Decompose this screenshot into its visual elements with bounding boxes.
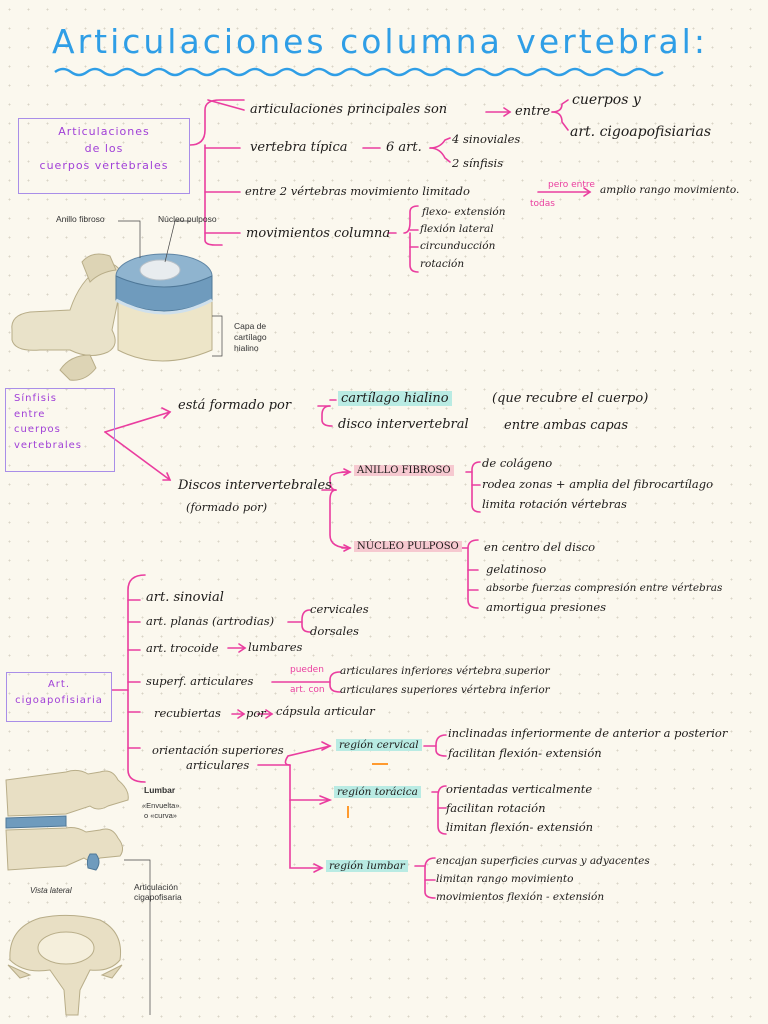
note-nucleo-item: absorbe fuerzas compresión entre vértebr… <box>486 582 723 594</box>
box-line: de los <box>84 142 124 156</box>
note-amplio: amplio rango movimiento. <box>600 184 740 196</box>
box-line: vertebrales <box>14 439 82 451</box>
note-dorsales: dorsales <box>310 624 359 638</box>
note-mov-item: rotación <box>420 258 465 270</box>
note-cigoapofisiarias: art. cigoapofisiarias <box>570 124 712 140</box>
note-cervical-item: inclinadas inferiormente de anterior a p… <box>448 726 728 740</box>
note-pero: pero entre <box>548 180 595 190</box>
figure2-label-articulacion: Articulación <box>134 882 178 892</box>
note-cartilago-rest: (que recubre el cuerpo) <box>492 391 649 406</box>
highlight-lumbar: región lumbar <box>326 860 408 872</box>
figure2-label-lumbar: Lumbar <box>144 785 176 795</box>
figure1-label-nucleo: Núcleo pulposo <box>158 214 217 224</box>
note-nucleo-item: gelatinoso <box>486 562 547 576</box>
note-disco-rest: entre ambas capas <box>504 418 629 433</box>
figure2-label-envuelta: o «curva» <box>144 811 177 820</box>
title-wavy-underline <box>54 67 664 77</box>
box-line: Art. <box>47 679 71 690</box>
note-lumbar-item: encajan superficies curvas y adyacentes <box>436 855 650 867</box>
figure1-label-capa: Capa de <box>234 321 267 331</box>
highlight-anillo: ANILLO FIBROSO <box>354 465 454 476</box>
highlight-toracica: región torácica <box>334 786 421 798</box>
box-line: cigoapofisiaria <box>15 694 103 706</box>
figure2-label-vista: Vista lateral <box>30 886 72 895</box>
note-movimientos: movimientos columna <box>246 226 391 241</box>
figure1-label-capa: hialino <box>234 343 259 353</box>
box-articulaciones-cuerpos: Articulaciones de los cuerpos vertebrale… <box>18 118 190 194</box>
note-por: por <box>246 706 266 720</box>
box-line: cuerpos vertebrales <box>39 159 169 173</box>
note-lumbar-item: movimientos flexión - extensión <box>436 891 605 903</box>
note-superf: superf. articulares <box>146 674 254 688</box>
figure1-label-anillo: Anillo fibroso <box>56 214 105 224</box>
figure2-label-envuelta: «Envuelta» <box>142 801 180 810</box>
note-trocoide: art. trocoide <box>146 641 219 655</box>
note-art-con: art. con <box>290 685 325 695</box>
note-sinovial: art. sinovial <box>146 590 224 605</box>
note-toracica-item: facilitan rotación <box>446 801 546 815</box>
note-seis: 6 art. <box>386 140 422 155</box>
box-line: Articulaciones <box>58 125 150 138</box>
note-anillo: ANILLO FIBROSO <box>354 465 454 476</box>
note-inferiores: articulares inferiores vértebra superior <box>340 665 550 677</box>
highlight-cervical: región cervical <box>336 739 422 751</box>
box-line: Sínfisis <box>14 393 57 404</box>
figure1-label-capa: cartílago <box>234 332 267 342</box>
note-anillo-item: rodea zonas + amplia del fibrocartílago <box>482 477 714 491</box>
note-toracica-item: orientadas verticalmente <box>446 782 593 796</box>
page-title: Articulaciones columna vertebral: <box>52 22 708 61</box>
figure2-label-articulacion: cigapofisaria <box>134 892 182 902</box>
note-cervical: región cervical <box>336 739 422 751</box>
note-pueden: pueden <box>290 665 324 675</box>
note-lumbar: región lumbar <box>326 860 408 872</box>
note-entre: entre <box>515 104 551 119</box>
note-orientacion: orientación superiores <box>152 743 284 757</box>
note-mov-item: flexo- extensión <box>422 206 506 218</box>
note-principales: articulaciones principales son <box>250 102 448 117</box>
note-vertebra: vertebra típica <box>250 140 348 155</box>
note-todas: todas <box>530 199 555 209</box>
note-disco: disco intervertebral <box>338 417 469 432</box>
note-lumbar-item: limitan rango movimiento <box>436 873 574 885</box>
note-superiores: articulares superiores vértebra inferior <box>340 684 550 696</box>
note-sinfisis: 2 sínfisis <box>452 156 504 170</box>
note-articulares: articulares <box>186 758 250 772</box>
note-mov-item: circunducción <box>420 240 496 252</box>
note-cuerpos: cuerpos y <box>572 92 641 108</box>
note-anillo-item: limita rotación vértebras <box>482 497 627 511</box>
note-capsula: cápsula articular <box>276 704 375 718</box>
note-sinoviales: 4 sinoviales <box>452 132 521 146</box>
box-cigoapofisiaria: Art. cigoapofisiaria <box>6 672 112 722</box>
highlight-nucleo: NÚCLEO PULPOSO <box>354 541 462 552</box>
note-cartilago: cartílago hialino <box>338 391 452 406</box>
note-formado: está formado por <box>178 398 292 413</box>
note-discos: Discos intervertebrales <box>178 478 332 493</box>
note-nucleo-item: en centro del disco <box>484 540 596 554</box>
box-sinfisis: Sínfisis entre cuerpos vertebrales <box>5 388 115 472</box>
note-toracica: región torácica <box>334 786 421 798</box>
note-planas: art. planas (artrodias) <box>146 614 275 628</box>
note-formado-por: (formado por) <box>186 500 268 514</box>
note-recubiertas: recubiertas <box>154 706 221 720</box>
note-toracica-item: limitan flexión- extensión <box>446 820 594 834</box>
highlight-cartilago: cartílago hialino <box>338 391 452 406</box>
note-cervical-item: facilitan flexión- extensión <box>448 746 602 760</box>
box-line: entre <box>14 408 46 420</box>
note-mov-item: flexión lateral <box>420 223 494 235</box>
note-anillo-item: de colágeno <box>482 456 553 470</box>
note-cervicales: cervicales <box>310 602 369 616</box>
note-nucleo-item: amortigua presiones <box>486 600 607 614</box>
note-movimiento: entre 2 vértebras movimiento limitado <box>245 184 470 198</box>
note-lumbares: lumbares <box>248 640 303 654</box>
box-line: cuerpos <box>14 424 61 435</box>
note-nucleo: NÚCLEO PULPOSO <box>354 541 462 552</box>
